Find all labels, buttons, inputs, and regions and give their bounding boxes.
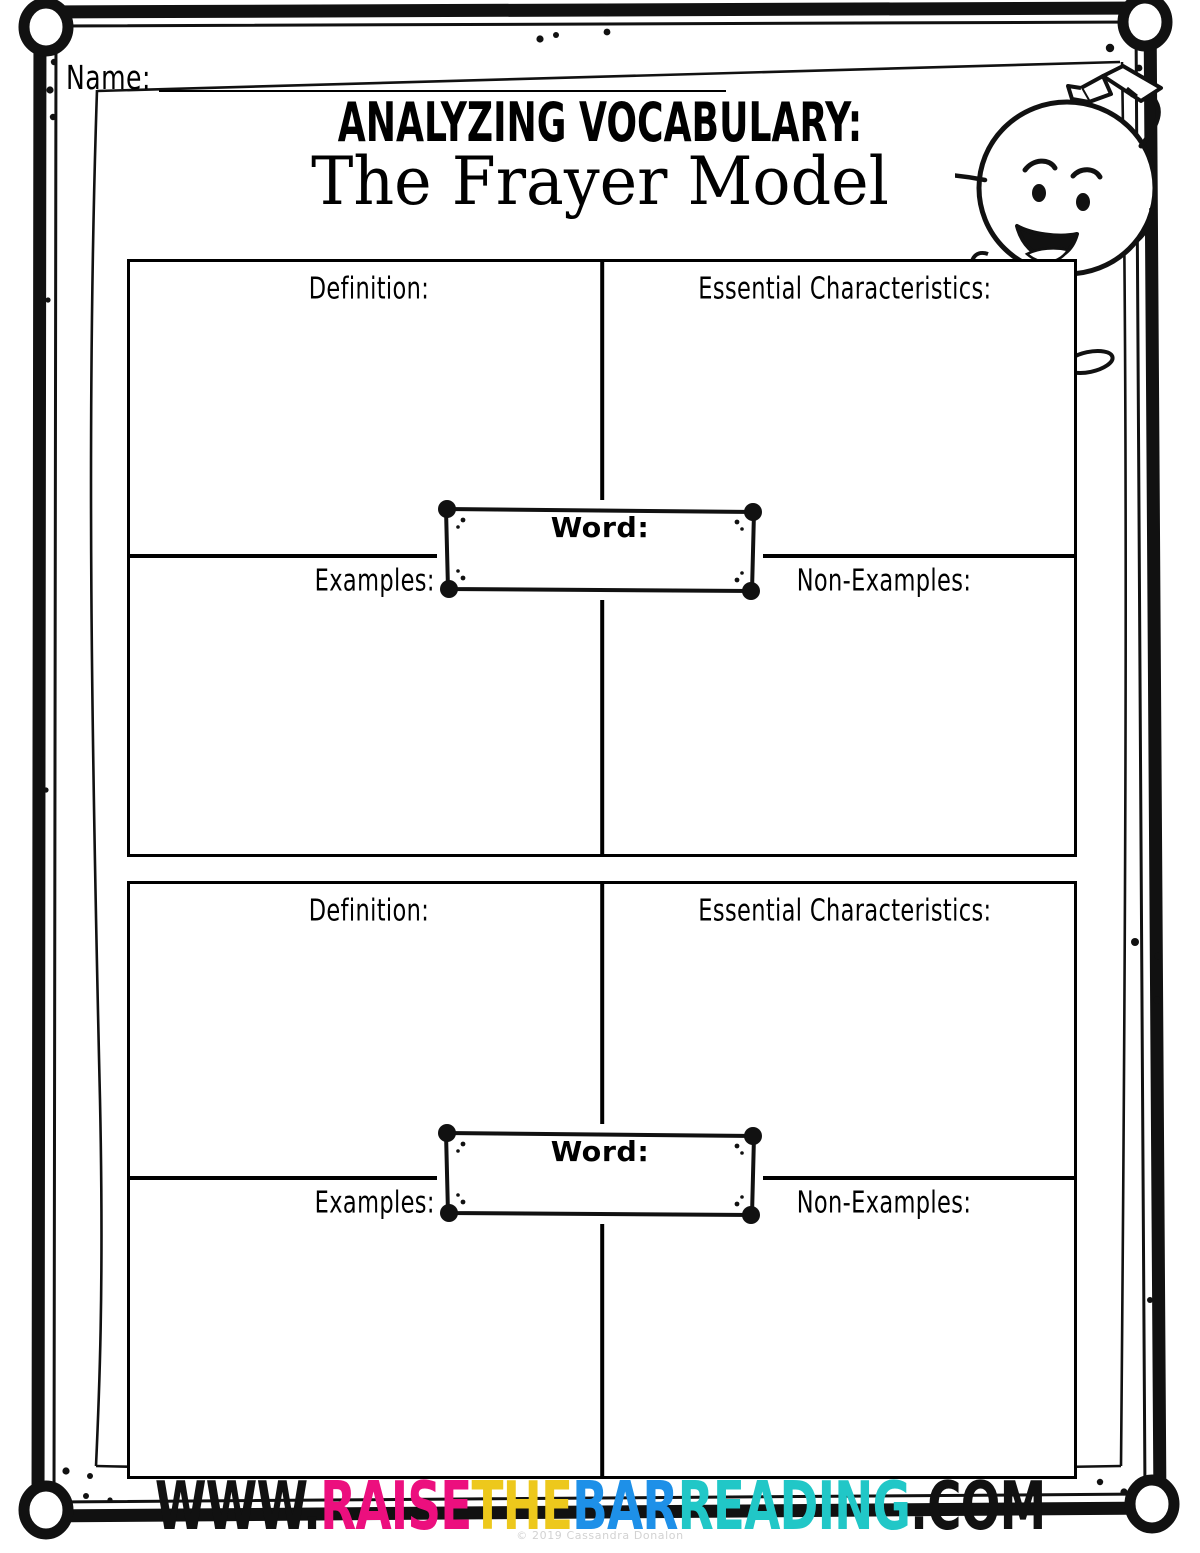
page-title: ANALYZING VOCABULARY: The Frayer Model [0,96,1200,215]
frayer-1-word-label: Word: [550,511,650,544]
watermark-segment: BAR [571,1466,678,1546]
page-title-line-2: The Frayer Model [311,143,889,220]
name-label: Name: [66,59,151,98]
watermark-text: WWW.RAISETHEBARREADING.COM [155,1472,1046,1540]
site-watermark: WWW.RAISETHEBARREADING.COM [0,1472,1200,1539]
frayer-2-word-box[interactable]: Word: [437,1124,763,1224]
word-box-corner-dots [438,500,762,600]
frayer-2-cell-non-examples[interactable] [602,1180,1074,1476]
frayer-1-label-definition: Definition: [308,271,430,306]
watermark-segment: .COM [910,1466,1046,1546]
page-title-line-1: ANALYZING VOCABULARY: [337,91,863,155]
frayer-1-label-non-examples: Non-Examples: [796,563,972,598]
word-box-corner-dots [438,1124,762,1224]
frayer-1-cell-examples[interactable] [130,558,602,854]
frayer-2-cell-examples[interactable] [130,1180,602,1476]
frayer-1-label-examples: Examples: [314,563,435,598]
frayer-1-cell-non-examples[interactable] [602,558,1074,854]
name-field-row: Name: [66,57,726,95]
pencil-icon [1066,64,1163,104]
frayer-2-label-examples: Examples: [314,1185,435,1220]
watermark-segment: RAISE [319,1466,472,1546]
watermark-segment: READING [677,1466,911,1546]
name-input-line[interactable] [159,89,726,92]
frayer-2-word-label: Word: [550,1135,650,1168]
frayer-2-label-definition: Definition: [308,893,430,928]
watermark-segment: THE [471,1466,573,1546]
copyright-notice: © 2019 Cassandra Donalon [516,1529,684,1542]
frayer-2-label-non-examples: Non-Examples: [796,1185,972,1220]
frayer-2-label-essential-characteristics: Essential Characteristics: [698,893,992,928]
frayer-1-label-essential-characteristics: Essential Characteristics: [698,271,992,306]
frayer-1-word-box[interactable]: Word: [437,500,763,600]
watermark-segment: WWW. [154,1466,321,1546]
